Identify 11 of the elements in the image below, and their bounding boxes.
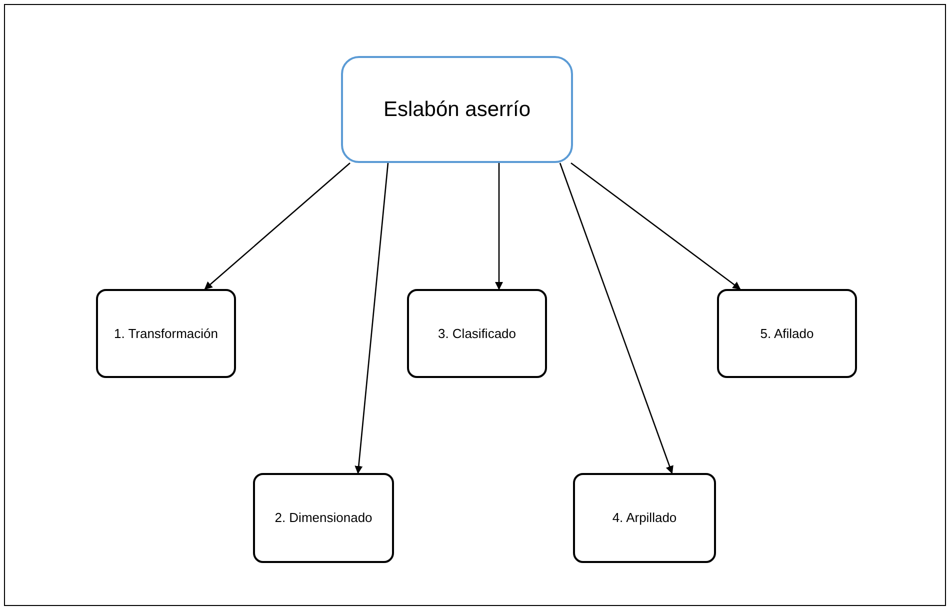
arrow bbox=[354, 162, 389, 474]
process-box: 2. Dimensionado bbox=[253, 473, 394, 563]
arrow bbox=[570, 162, 741, 290]
process-box: 5. Afilado bbox=[717, 289, 857, 378]
root-box: Eslabón aserrío bbox=[341, 56, 573, 163]
process-box: 3. Clasificado bbox=[407, 289, 547, 378]
process-box: 1. Transformación bbox=[96, 289, 236, 378]
process-box: 4. Arpillado bbox=[573, 473, 716, 563]
arrow bbox=[495, 163, 503, 290]
arrow bbox=[559, 162, 674, 474]
arrow bbox=[204, 162, 350, 290]
